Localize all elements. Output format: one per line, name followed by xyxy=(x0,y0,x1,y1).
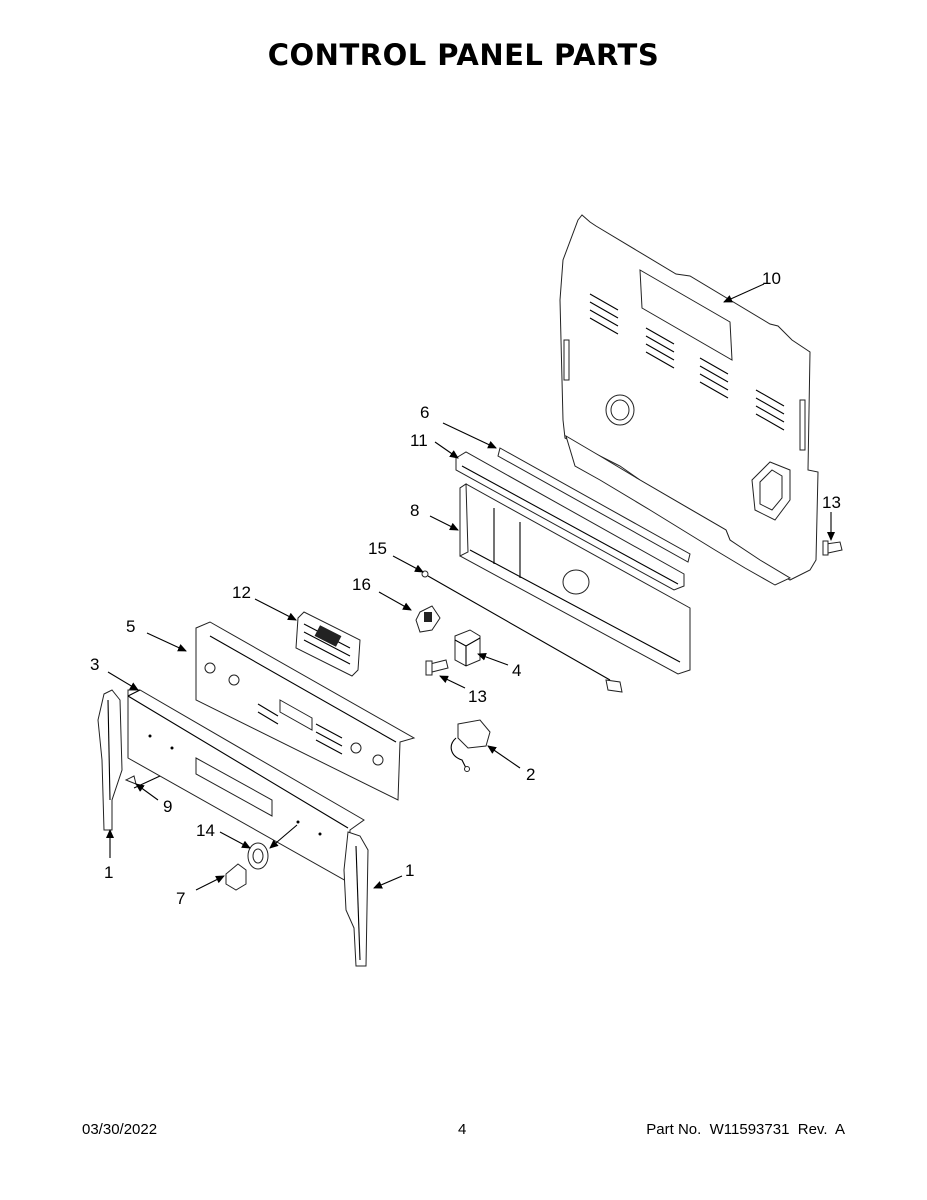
part-4-module xyxy=(454,629,481,667)
leader-lines xyxy=(106,283,835,891)
callout-7: 7 xyxy=(176,889,185,908)
part-13-screw-right xyxy=(822,540,843,556)
callout-2: 2 xyxy=(526,765,535,784)
callout-6: 6 xyxy=(420,403,429,422)
page-title: CONTROL PANEL PARTS xyxy=(267,38,660,72)
part-5-console-panel xyxy=(195,621,416,801)
part-13-screw-left xyxy=(425,659,449,676)
footer-date: 03/30/2022 xyxy=(82,1121,158,1138)
part-1-end-cap-right xyxy=(343,831,369,967)
part-16-switch xyxy=(415,605,441,633)
callout-1-right: 1 xyxy=(405,861,414,880)
callout-labels: 10 6 11 13 8 15 16 12 5 4 3 13 2 9 14 1 … xyxy=(90,269,841,908)
part-7-knob xyxy=(225,863,247,891)
part-3-front-glass xyxy=(127,689,365,883)
part-11-channel xyxy=(455,451,685,591)
part-12-control-board xyxy=(295,611,361,677)
callout-3: 3 xyxy=(90,655,99,674)
callout-13-top: 13 xyxy=(822,493,841,512)
callout-13-bottom: 13 xyxy=(468,687,487,706)
callout-8: 8 xyxy=(410,501,419,520)
part-6-trim-strip xyxy=(497,447,691,563)
part-1-end-cap-left xyxy=(97,689,123,831)
callout-5: 5 xyxy=(126,617,135,636)
callout-11: 11 xyxy=(410,431,428,450)
callout-14: 14 xyxy=(196,821,215,840)
part-15-wire-harness xyxy=(421,570,623,693)
part-9-clip xyxy=(124,775,137,785)
footer-page-number: 4 xyxy=(458,1121,467,1138)
callout-12: 12 xyxy=(232,583,251,602)
callout-1-left: 1 xyxy=(104,863,113,882)
part-10-rear-panel xyxy=(559,214,819,586)
callout-15: 15 xyxy=(368,539,387,558)
callout-10: 10 xyxy=(762,269,781,288)
part-14-knob-bezel xyxy=(247,842,269,870)
footer-part-number: Part No. W11593731 Rev. A xyxy=(646,1121,845,1138)
part-2-switch-assembly xyxy=(450,719,491,772)
callout-16: 16 xyxy=(352,575,371,594)
callout-9: 9 xyxy=(163,797,172,816)
part-8-bracket xyxy=(459,483,691,675)
callout-4: 4 xyxy=(512,661,521,680)
